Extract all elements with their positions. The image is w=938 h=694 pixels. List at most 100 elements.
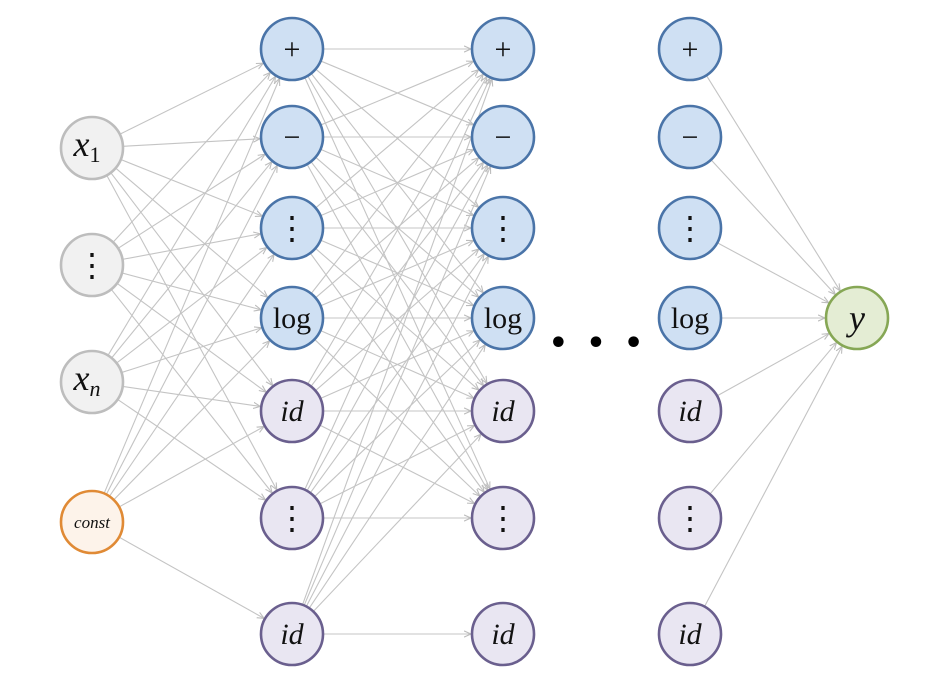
input-node-in-dots-circle (59, 232, 125, 298)
layer-2-node-dots: ⋮ (470, 195, 536, 261)
edge-last-to-output (703, 346, 842, 607)
edge-layer1-to-layer2 (308, 345, 485, 609)
layer-last-node-id-label: id (678, 395, 702, 428)
layer-2-node-id: id (470, 601, 536, 667)
layer-1-node-dots-label: ⋮ (276, 210, 308, 246)
layer-2-node-minus: − (470, 104, 536, 170)
layer-1-node-dots: ⋮ (259, 485, 325, 551)
layer-last-node-dots-circle (657, 195, 723, 261)
edges-group (103, 49, 842, 634)
layer-2-node-dots-circle (470, 485, 536, 551)
layer-last-node-dots-label: ⋮ (674, 210, 706, 246)
edge-layer1-to-layer2 (320, 331, 473, 400)
edge-last-to-output (705, 75, 840, 290)
layer-2-node-minus-label: − (495, 121, 512, 154)
layer-last-node-dots-circle (657, 485, 723, 551)
layer-1-node-id-circle (259, 601, 325, 667)
layer-2-node-dots-label: ⋮ (487, 500, 519, 536)
edge-layer1-to-layer2 (315, 70, 479, 209)
edge-input-to-layer1 (118, 427, 264, 508)
layer-2-node-id-circle (470, 601, 536, 667)
layer-1-node-minus-label: − (284, 121, 301, 154)
layer-1-node-log-label: log (273, 302, 311, 335)
input-node-xn-circle (59, 349, 125, 415)
layer-2-node-plus-circle (470, 16, 536, 82)
layer-1-node-log: log (259, 285, 325, 351)
edge-input-to-layer1 (110, 172, 273, 386)
edge-input-to-layer1 (120, 159, 263, 217)
layer-last-node-log-label: log (671, 302, 709, 335)
input-node-x1-label: x1 (73, 124, 101, 167)
edge-input-to-layer1 (122, 139, 260, 147)
layer-2-node-dots-label: ⋮ (487, 210, 519, 246)
layer-2-node-plus-label: + (495, 33, 512, 66)
edge-input-to-layer1 (107, 76, 276, 356)
edge-layer1-to-layer2 (307, 77, 487, 385)
layer-last-node-plus-label: + (682, 33, 699, 66)
edge-layer1-to-layer2 (309, 254, 484, 494)
layer-last-node-id-circle (657, 378, 723, 444)
layer-1-node-id-label: id (280, 618, 304, 651)
layer-last-node-id-circle (657, 601, 723, 667)
output-node-y-label: y (846, 298, 865, 338)
layer-1-node-dots-circle (259, 485, 325, 551)
layer-1-node-minus-circle (259, 104, 325, 170)
edge-layer1-to-layer2 (302, 79, 493, 606)
layer-last-node-dots: ⋮ (657, 195, 723, 261)
edge-input-to-layer1 (106, 175, 277, 490)
edge-input-to-layer1 (119, 63, 264, 135)
layer-1-node-plus: + (259, 16, 325, 82)
layer-2-node-log: log (470, 285, 536, 351)
layers-ellipsis: • • • (549, 326, 647, 361)
edge-last-to-output (709, 343, 837, 495)
edge-input-to-layer1 (117, 398, 266, 500)
edge-layer1-to-layer2 (312, 434, 481, 612)
layer-2-node-plus: + (470, 16, 536, 82)
edge-input-to-layer1 (108, 254, 274, 497)
layer-2-node-id-label: id (491, 618, 515, 651)
edge-input-to-layer1 (115, 167, 268, 297)
edge-layer1-to-layer2 (320, 61, 474, 126)
edge-last-to-output (710, 159, 835, 295)
layer-2-node-log-circle (470, 285, 536, 351)
layer-last-node-log: log (657, 285, 723, 351)
edge-input-to-layer1 (122, 385, 261, 406)
layer-2-node-minus-circle (470, 104, 536, 170)
layer-2-node-log-label: log (484, 302, 522, 335)
edge-layer1-to-layer2 (304, 78, 490, 490)
layer-1-node-id-label: id (280, 395, 304, 428)
edge-input-to-layer1 (118, 536, 264, 618)
nodes-group: x1⋮xnconst+−⋮logid⋮id+−⋮logid⋮id+−⋮logid… (59, 16, 890, 667)
edge-layer1-to-layer2 (310, 162, 484, 387)
layer-last-node-id-label: id (678, 618, 702, 651)
edge-input-to-layer1 (122, 234, 260, 260)
input-node-in-dots-label: ⋮ (76, 247, 108, 283)
edge-layer1-to-layer2 (305, 256, 488, 607)
layer-1-node-plus-circle (259, 16, 325, 82)
layer-last-node-id: id (657, 601, 723, 667)
input-node-x1-circle (59, 115, 125, 181)
input-node-const-label: const (74, 513, 111, 532)
layer-2-node-id-label: id (491, 395, 515, 428)
layer-1-node-plus-label: + (284, 33, 301, 66)
input-node-xn-label: xn (73, 358, 101, 401)
layer-1-node-dots: ⋮ (259, 195, 325, 261)
edge-input-to-layer1 (116, 282, 266, 392)
edge-input-to-layer1 (121, 328, 262, 374)
edge-layer1-to-layer2 (315, 158, 479, 299)
layer-2-node-dots-circle (470, 195, 536, 261)
input-node-const-circle (59, 489, 125, 555)
edge-input-to-layer1 (113, 341, 270, 501)
layer-last-node-minus-circle (657, 104, 723, 170)
edge-layer1-to-layer2 (303, 166, 490, 606)
input-node-x1: x1 (59, 115, 125, 181)
layer-2-node-id: id (470, 378, 536, 444)
layer-1-node-id: id (259, 378, 325, 444)
edge-input-to-layer1 (117, 154, 265, 249)
layer-2-node-dots: ⋮ (470, 485, 536, 551)
input-node-xn: xn (59, 349, 125, 415)
layer-last-node-log-circle (657, 285, 723, 351)
layer-2-node-id-circle (470, 378, 536, 444)
edge-layer1-to-layer2 (310, 74, 483, 294)
